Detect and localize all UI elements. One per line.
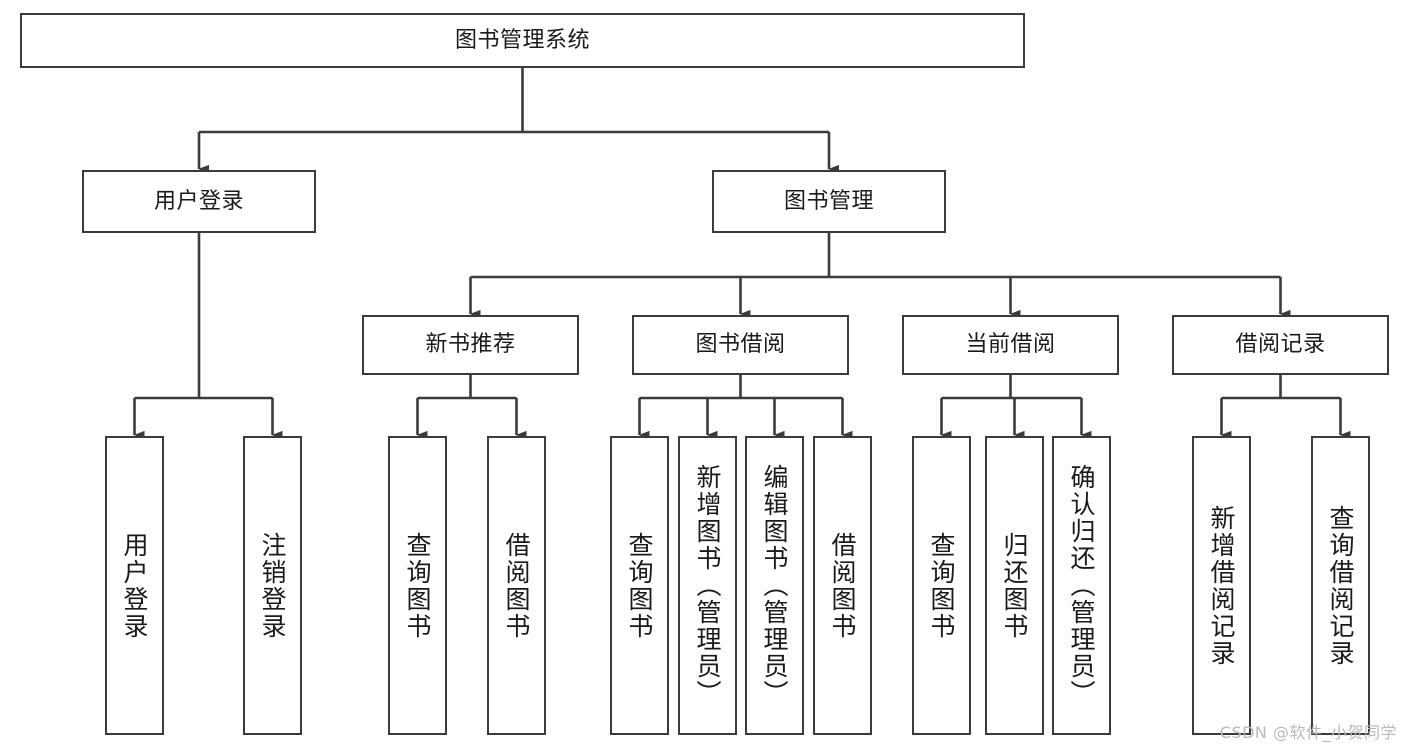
leaf-user-login[interactable]: 用户登录 — [105, 436, 164, 735]
leaf-logout-label: 注销登录 — [258, 531, 287, 640]
node-book-borrow-label: 图书借阅 — [695, 332, 786, 358]
leaf-borrow-book-2[interactable]: 借阅图书 — [813, 436, 872, 735]
leaf-add-book[interactable]: 新增图书（管理员） — [678, 436, 737, 735]
node-borrow-record-label: 借阅记录 — [1235, 332, 1326, 358]
node-book-management[interactable]: 图书管理 — [712, 170, 946, 233]
node-new-book-recommend[interactable]: 新书推荐 — [362, 315, 579, 375]
leaf-query-book-3-label: 查询图书 — [927, 531, 956, 640]
node-root[interactable]: 图书管理系统 — [20, 13, 1025, 68]
node-user-login-label: 用户登录 — [153, 188, 244, 214]
node-root-label: 图书管理系统 — [454, 27, 590, 53]
leaf-query-book-2[interactable]: 查询图书 — [610, 436, 669, 735]
node-current-borrow-label: 当前借阅 — [965, 332, 1056, 358]
leaf-add-record[interactable]: 新增借阅记录 — [1192, 436, 1251, 735]
leaf-add-record-label: 新增借阅记录 — [1207, 504, 1236, 667]
node-book-management-label: 图书管理 — [783, 188, 874, 214]
leaf-edit-book-label: 编辑图书（管理员） — [760, 464, 789, 707]
leaf-user-login-label: 用户登录 — [120, 531, 149, 640]
leaf-query-record-label: 查询借阅记录 — [1326, 504, 1355, 667]
leaf-edit-book[interactable]: 编辑图书（管理员） — [745, 436, 804, 735]
leaf-add-book-label: 新增图书（管理员） — [693, 464, 722, 707]
leaf-borrow-book-1[interactable]: 借阅图书 — [487, 436, 546, 735]
leaf-query-book-3[interactable]: 查询图书 — [912, 436, 971, 735]
leaf-confirm-return[interactable]: 确认归还（管理员） — [1052, 436, 1111, 735]
node-user-login[interactable]: 用户登录 — [82, 170, 316, 233]
node-borrow-record[interactable]: 借阅记录 — [1172, 315, 1389, 375]
leaf-logout[interactable]: 注销登录 — [243, 436, 302, 735]
leaf-query-record[interactable]: 查询借阅记录 — [1311, 436, 1370, 735]
leaf-borrow-book-2-label: 借阅图书 — [828, 531, 857, 640]
leaf-query-book-1-label: 查询图书 — [403, 531, 432, 640]
node-new-book-recommend-label: 新书推荐 — [425, 332, 516, 358]
leaf-query-book-1[interactable]: 查询图书 — [388, 436, 447, 735]
leaf-query-book-2-label: 查询图书 — [625, 531, 654, 640]
node-current-borrow[interactable]: 当前借阅 — [902, 315, 1119, 375]
leaf-return-book-label: 归还图书 — [1000, 531, 1029, 640]
leaf-borrow-book-1-label: 借阅图书 — [502, 531, 531, 640]
leaf-confirm-return-label: 确认归还（管理员） — [1067, 464, 1096, 707]
node-book-borrow[interactable]: 图书借阅 — [632, 315, 849, 375]
leaf-return-book[interactable]: 归还图书 — [985, 436, 1044, 735]
